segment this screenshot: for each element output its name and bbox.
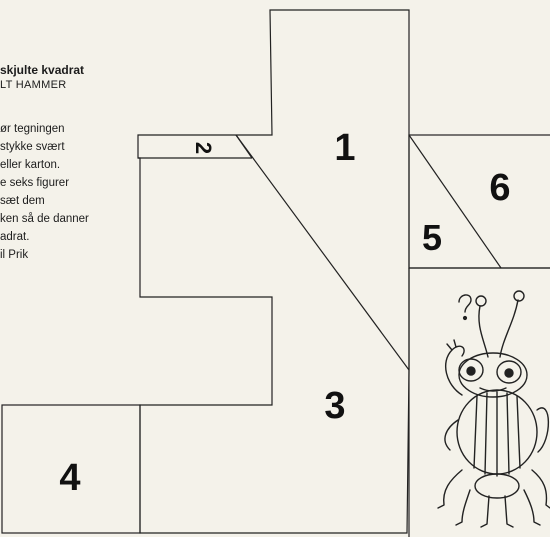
piece-label-5: 5	[422, 217, 442, 258]
piece-label-2: 2	[191, 142, 216, 154]
piece-label-4: 4	[59, 457, 80, 499]
piece-label-1: 1	[334, 127, 355, 169]
puzzle-outline	[138, 10, 409, 533]
piece-label-6: 6	[489, 167, 510, 209]
piece-label-3: 3	[324, 385, 345, 427]
long-diagonal-cut	[236, 135, 409, 370]
bug-illustration	[438, 291, 550, 527]
